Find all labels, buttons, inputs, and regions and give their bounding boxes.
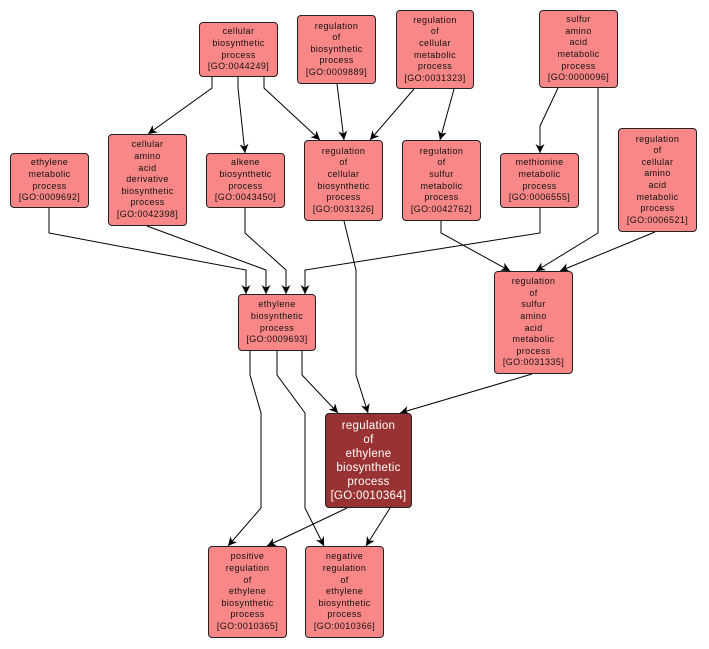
node-go-id: [GO:0031326]: [312, 203, 375, 214]
node-label: alkene biosynthetic process: [219, 157, 272, 191]
node-label: methionine metabolic process: [515, 157, 564, 191]
edge-0044249-0043450: [237, 77, 249, 154]
node-go-id: [GO:0043450]: [214, 192, 277, 203]
edge-0031326-0010364: [343, 220, 370, 414]
edge-0043450-0009693: [244, 208, 291, 294]
edge-0006555-0009693: [300, 208, 541, 294]
node-go-0009692[interactable]: ethylene metabolic process[GO:0009692]: [10, 153, 89, 208]
node-go-id: [GO:0000096]: [547, 72, 610, 83]
edge-0010364-0010366: [365, 507, 391, 547]
node-label: negative regulation of ethylene biosynth…: [318, 551, 371, 620]
node-go-0043450[interactable]: alkene biosynthetic process[GO:0043450]: [206, 153, 285, 208]
node-label: cellular biosynthetic process: [212, 26, 265, 60]
node-label: ethylene biosynthetic process: [250, 299, 304, 333]
node-go-0044249[interactable]: cellular biosynthetic process[GO:0044249…: [199, 22, 278, 77]
node-go-0006555[interactable]: methionine metabolic process[GO:0006555]: [500, 153, 579, 208]
edge-0031323-0042762: [438, 88, 455, 141]
node-go-0010366[interactable]: negative regulation of ethylene biosynth…: [305, 546, 384, 638]
node-go-0009889[interactable]: regulation of biosynthetic process[GO:00…: [297, 15, 376, 84]
edge-0031323-0031326: [369, 88, 415, 141]
edge-0009889-0031326: [336, 83, 348, 141]
edge-0009693-0010366: [276, 351, 325, 547]
node-label: regulation of sulfur metabolic process: [419, 145, 464, 203]
node-go-0042762[interactable]: regulation of sulfur metabolic process[G…: [402, 140, 481, 221]
node-go-id: [GO:0031335]: [502, 357, 565, 368]
edge-0009692-0009693: [48, 208, 251, 294]
node-go-id: [GO:0044249]: [207, 61, 270, 72]
edge-0009693-0010365: [227, 351, 262, 547]
edge-0009693-0010364: [301, 351, 339, 414]
edge-0031335-0010364: [399, 373, 533, 415]
node-label: regulation of cellular amino acid metabo…: [635, 133, 680, 214]
node-go-0009693[interactable]: ethylene biosynthetic process[GO:0009693…: [238, 294, 316, 351]
edge-0044249-0042398: [147, 77, 213, 135]
node-label: ethylene metabolic process: [28, 157, 71, 191]
node-go-0000096[interactable]: sulfur amino acid metabolic process[GO:0…: [539, 10, 618, 88]
edge-0000096-0031335: [535, 88, 599, 272]
node-go-id: [GO:0009693]: [246, 334, 308, 345]
node-go-id: [GO:0006521]: [626, 214, 689, 225]
node-label: sulfur amino acid metabolic process: [557, 14, 600, 71]
node-go-0031326[interactable]: regulation of cellular biosynthetic proc…: [304, 140, 383, 221]
node-go-0031323[interactable]: regulation of cellular metabolic process…: [396, 10, 474, 89]
node-label: regulation of biosynthetic process: [310, 20, 363, 66]
node-go-id: [GO:0010366]: [313, 620, 376, 631]
edge-0044249-0031326: [263, 77, 321, 141]
edge-0042762-0031335: [440, 221, 511, 272]
node-label: regulation of sulfur amino acid metaboli…: [511, 276, 556, 356]
edge-0010364-0010365: [266, 507, 348, 547]
node-label: regulation of cellular metabolic process: [413, 14, 457, 72]
node-go-0010364-focus[interactable]: regulation of ethylene biosynthetic proc…: [325, 413, 412, 508]
node-go-id: [GO:0010365]: [216, 620, 279, 631]
node-go-id: [GO:0031323]: [404, 72, 466, 83]
node-go-0042398[interactable]: cellular amino acid derivative biosynthe…: [108, 134, 187, 226]
node-go-0031335[interactable]: regulation of sulfur amino acid metaboli…: [494, 271, 573, 374]
node-go-id: [GO:0010364]: [330, 489, 407, 502]
edge-0006521-0031335: [559, 231, 656, 272]
node-label: regulation of ethylene biosynthetic proc…: [336, 419, 401, 488]
edge-0042398-0009693: [146, 225, 271, 294]
node-go-0010365[interactable]: positive regulation of ethylene biosynth…: [208, 546, 287, 638]
node-go-id: [GO:0009692]: [18, 192, 81, 203]
node-go-id: [GO:0006555]: [508, 192, 571, 203]
node-label: cellular amino acid derivative biosynthe…: [121, 139, 174, 208]
node-label: regulation of cellular biosynthetic proc…: [317, 145, 370, 203]
node-go-id: [GO:0009889]: [305, 66, 368, 77]
node-go-0006521[interactable]: regulation of cellular amino acid metabo…: [618, 128, 697, 232]
node-go-id: [GO:0042762]: [410, 203, 473, 214]
node-label: positive regulation of ethylene biosynth…: [221, 551, 274, 620]
edge-0000096-0006555: [535, 87, 559, 153]
node-go-id: [GO:0042398]: [116, 208, 179, 219]
